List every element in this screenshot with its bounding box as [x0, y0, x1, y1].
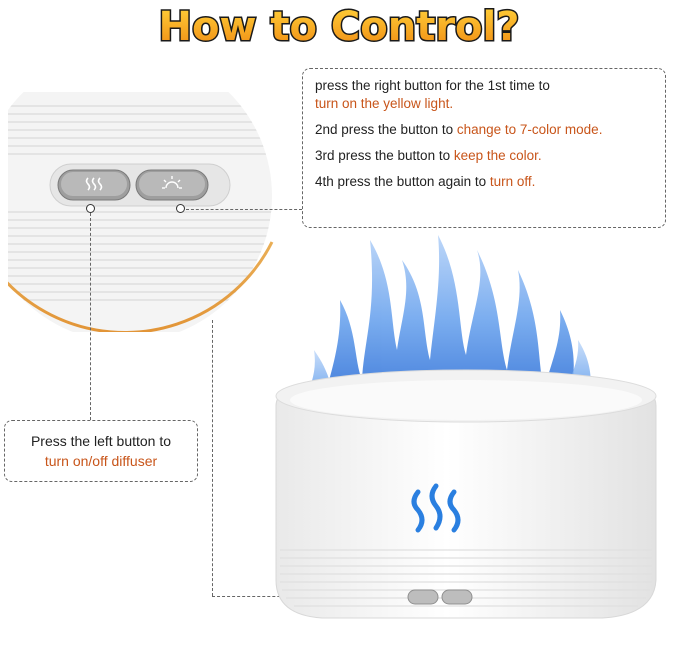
title-text: How to Control? — [159, 4, 520, 50]
left-callout-highlight: turn on/off diffuser — [44, 453, 158, 469]
step-2: 2nd press the button to change to 7-colo… — [315, 121, 653, 139]
light-sun-icon — [162, 176, 182, 189]
step-4-highlight: turn off. — [489, 174, 536, 189]
left-button-marker — [86, 204, 95, 213]
left-button-instructions: Press the left button to turn on/off dif… — [4, 420, 198, 482]
page-title: How to Control? — [0, 0, 679, 52]
right-button[interactable] — [441, 589, 473, 605]
flame-diffuser-device — [262, 220, 670, 650]
left-button[interactable] — [407, 589, 439, 605]
step-1-text: press the right button for the 1st time … — [315, 78, 550, 93]
right-button-instructions: press the right button for the 1st time … — [302, 68, 666, 228]
leader-left-v — [90, 213, 91, 420]
mist-logo-icon — [411, 483, 461, 533]
step-2-highlight: change to 7-color mode. — [456, 122, 603, 137]
step-3: 3rd press the button to keep the color. — [315, 147, 653, 165]
step-2-text: 2nd press the button to — [315, 122, 457, 137]
right-button-marker — [176, 204, 185, 213]
step-4-text: 4th press the button again to — [315, 174, 490, 189]
step-3-text: 3rd press the button to — [315, 148, 454, 163]
step-4: 4th press the button again to turn off. — [315, 173, 653, 191]
left-callout-text: Press the left button to — [30, 433, 172, 449]
title-graphic: How to Control? — [157, 3, 521, 52]
step-1-highlight: turn on the yellow light. — [315, 96, 454, 111]
mist-waves-icon — [85, 177, 103, 191]
leader-device-v — [212, 320, 213, 596]
step-3-highlight: keep the color. — [453, 148, 542, 163]
leader-right-h — [186, 209, 302, 210]
right-button-closeup[interactable] — [135, 169, 209, 201]
button-closeup — [0, 50, 308, 342]
left-button-closeup[interactable] — [57, 169, 131, 201]
step-1: press the right button for the 1st time … — [315, 77, 653, 113]
